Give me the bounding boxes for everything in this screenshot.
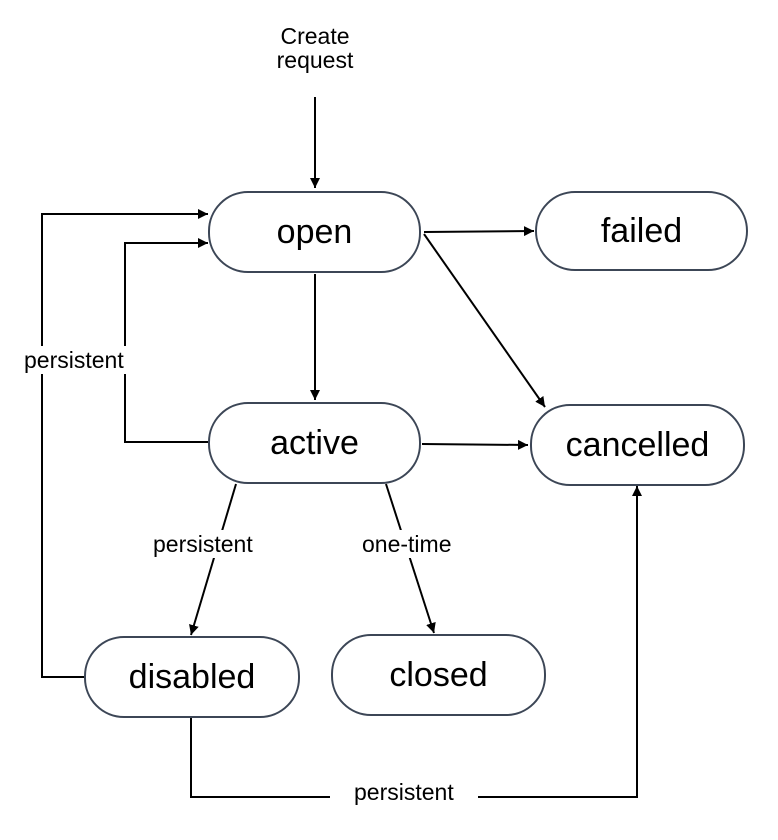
arrow-active-to-cancelled [421, 439, 529, 450]
label-disabled-to-open: persistent [22, 346, 126, 375]
label-disabled-to-cancelled: persistent [330, 778, 478, 807]
create-request-line-2: request [276, 47, 354, 74]
state-active: active [208, 402, 421, 484]
label-active-to-disabled: persistent [149, 530, 257, 559]
create-request-line-1: Create [280, 23, 350, 49]
arrow-open-to-failed [423, 226, 535, 237]
arrow-open-to-cancelled [423, 233, 546, 408]
arrow-active-to-closed [385, 483, 436, 634]
state-cancelled: cancelled [530, 404, 745, 486]
arrow-active-to-disabled [189, 483, 237, 636]
state-closed: closed [331, 634, 546, 716]
arrow-active-to-open [124, 238, 208, 443]
arrow-disabled-to-open [41, 209, 208, 678]
label-active-to-closed: one-time [358, 530, 456, 559]
state-disabled: disabled [84, 636, 300, 718]
state-open: open [208, 191, 421, 273]
create-request-label: Create request [262, 24, 368, 72]
state-failed: failed [535, 191, 748, 271]
